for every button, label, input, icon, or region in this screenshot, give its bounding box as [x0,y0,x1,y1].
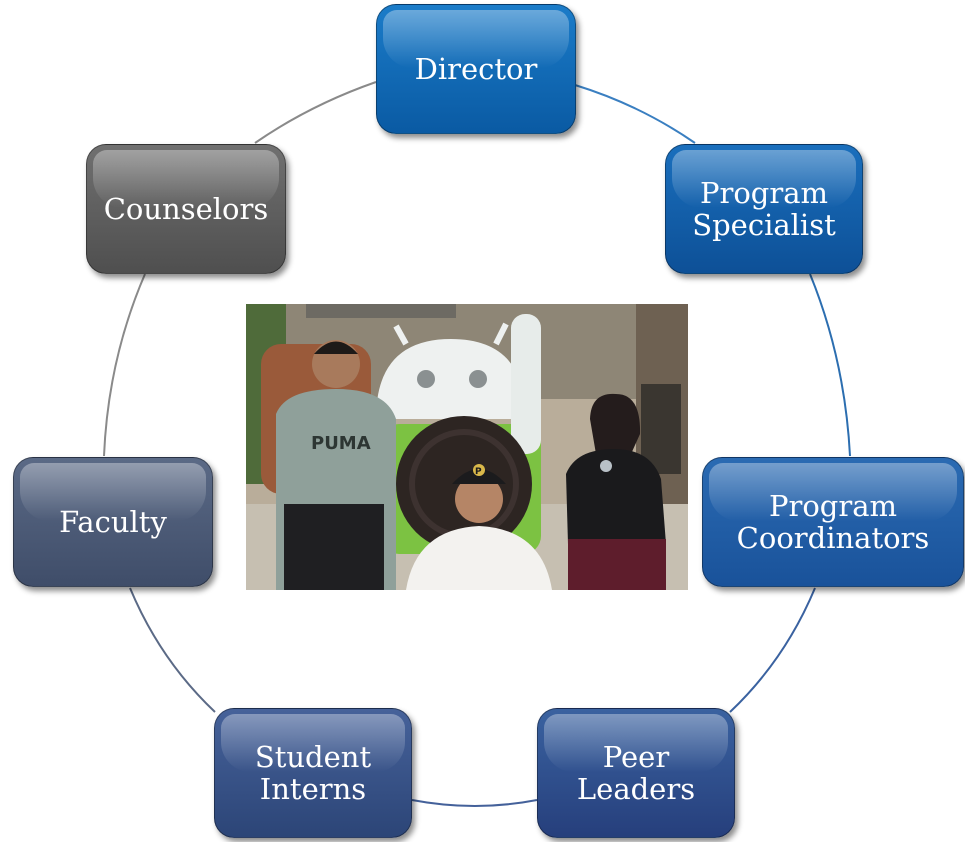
node-faculty-label: Faculty [59,505,167,539]
connector-peer-interns [411,799,538,807]
connector-interns-faculty [129,587,216,713]
connector-director-specialist [574,84,696,144]
connector-counselors-director [254,81,377,144]
connector-specialist-coordinators [809,273,851,457]
node-peer-leaders: Peer Leaders [537,708,735,838]
node-director: Director [376,4,576,134]
connector-faculty-counselors [103,273,146,457]
node-program-specialist: Program Specialist [665,144,863,274]
cap-letter: P [475,467,482,477]
node-counselors-label: Counselors [103,192,269,226]
sweatshirt-text: PUMA [311,433,371,454]
group-photo: PUMA P [246,304,688,590]
node-program-coordinators-label: Program Coordinators [736,489,930,555]
node-director-label: Director [414,52,538,86]
node-student-interns-label: Student Interns [254,740,372,806]
node-program-coordinators: Program Coordinators [702,457,964,587]
node-program-specialist-label: Program Specialist [692,176,836,242]
node-student-interns: Student Interns [214,708,412,838]
node-faculty: Faculty [13,457,213,587]
node-counselors: Counselors [86,144,286,274]
node-peer-leaders-label: Peer Leaders [576,740,696,806]
connector-coordinators-peer [729,587,816,713]
